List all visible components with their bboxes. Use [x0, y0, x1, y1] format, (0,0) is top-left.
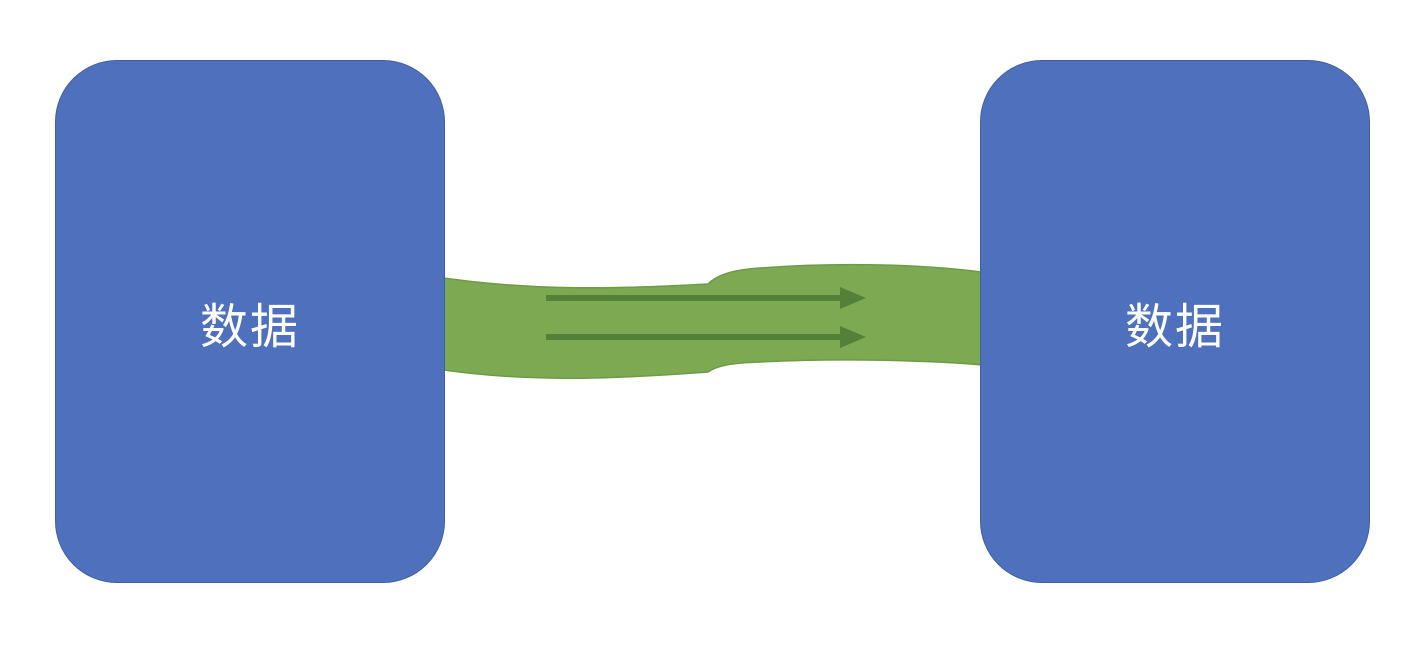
- source-data-label: 数据: [199, 298, 300, 355]
- flow-arrow-top: [546, 287, 866, 309]
- target-data-label: 数据: [1124, 298, 1225, 355]
- target-data-block: 数据: [980, 60, 1370, 583]
- flow-arrow-bottom: [546, 326, 866, 348]
- data-pipe: [429, 263, 996, 380]
- source-data-block: 数据: [55, 60, 445, 583]
